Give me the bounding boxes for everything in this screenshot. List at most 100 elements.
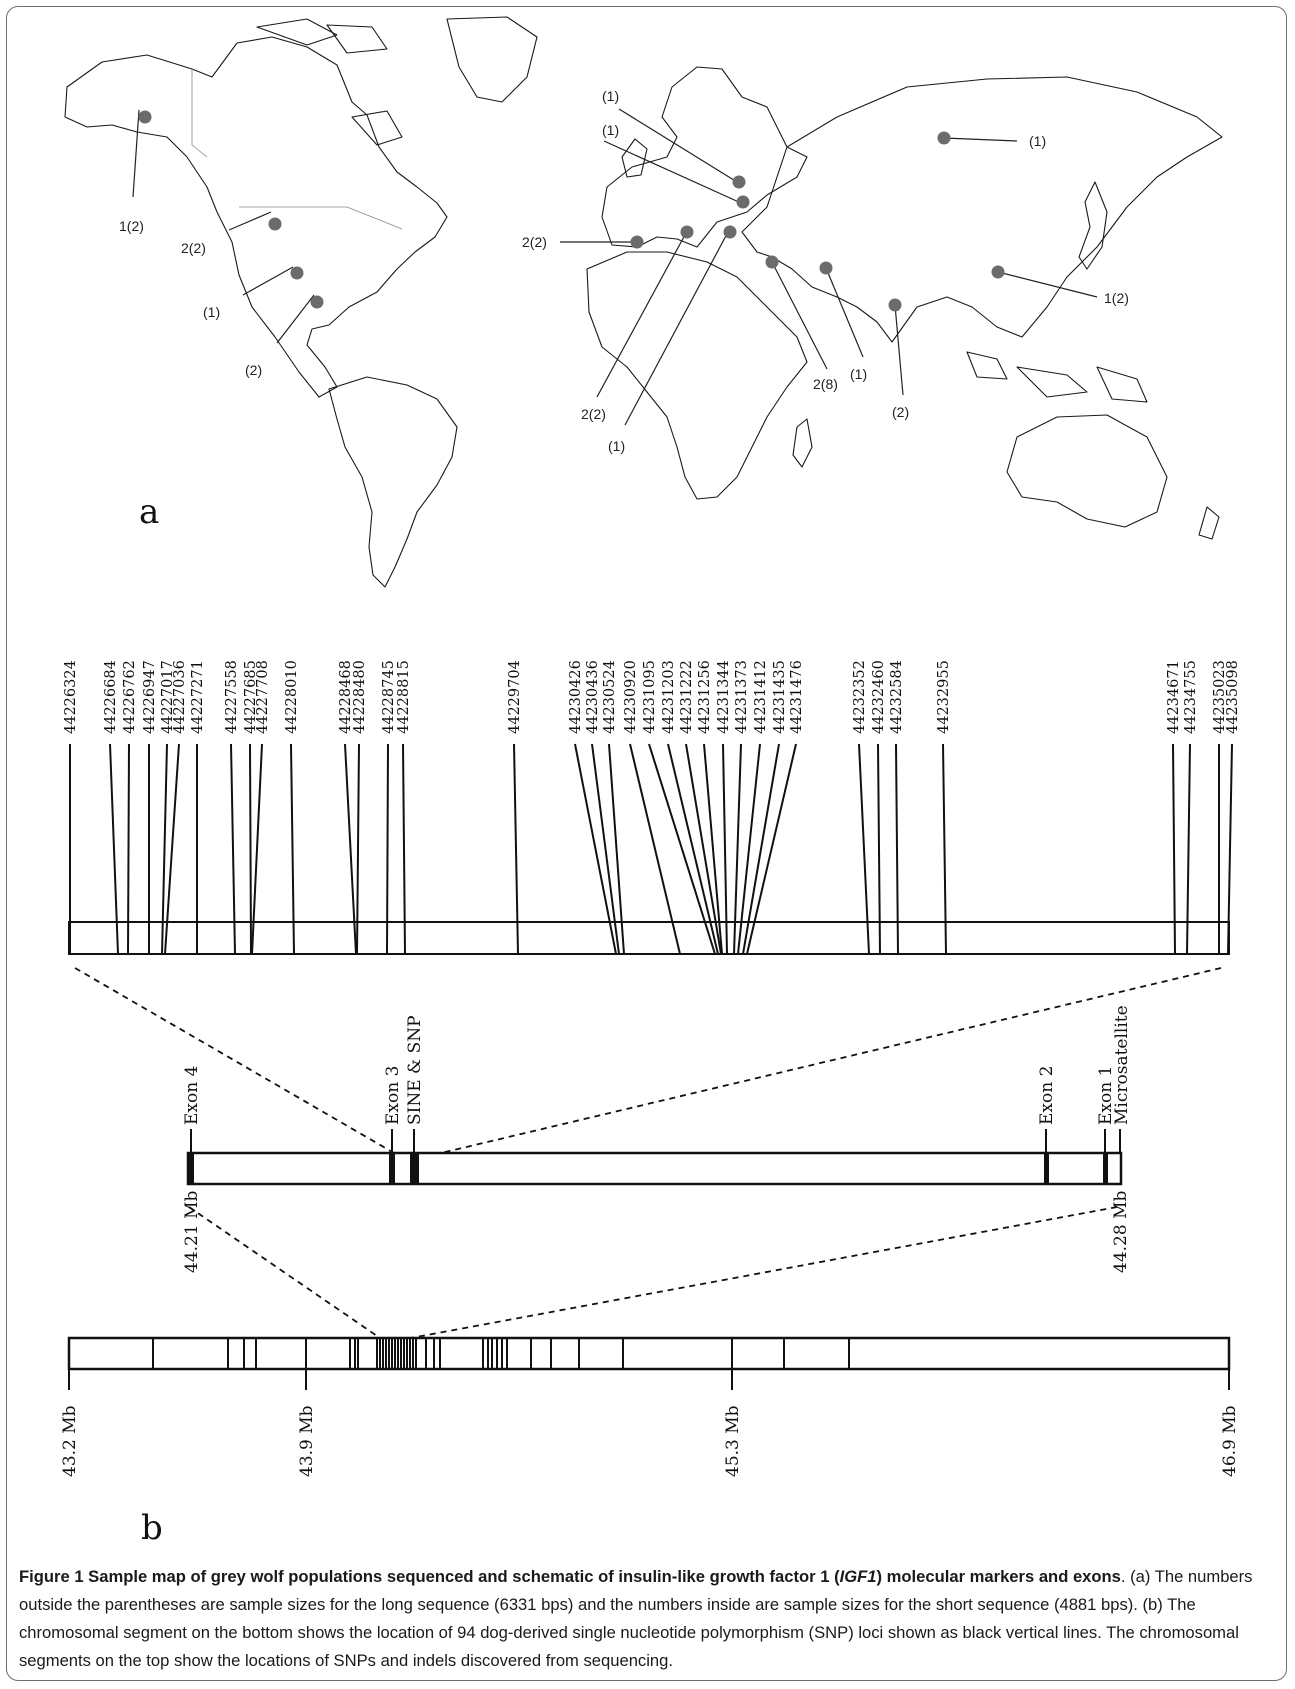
gene-start-label: 44.21 Mb [182,1191,202,1273]
snp-line [608,743,625,955]
snp-label: 44229704 [507,660,523,734]
snp-label: 44232460 [871,660,887,734]
label-sw-us: (1) [203,304,220,320]
south-america-outline [328,376,458,588]
snp-line [127,743,130,955]
exon1-label: Exon 1 [1096,1066,1116,1125]
snp-sequence-bar [68,921,1230,955]
snp-label: 44230524 [602,660,618,734]
world-map [64,16,1223,588]
snp-label: 44231344 [716,660,732,734]
se-asia-islands [966,351,1148,403]
snp-label: 44226947 [142,660,158,734]
japan-outline [1078,181,1108,270]
snp-label: 44230436 [585,660,601,734]
label-china: 1(2) [1104,290,1129,306]
snp-line [877,743,881,955]
north-america-outline [64,36,448,398]
snp-label: 44231412 [753,660,769,734]
snp-line [249,743,252,955]
snp-label: 44232352 [852,660,868,734]
snp-label: 44228010 [284,660,300,734]
snp-label: 44231435 [772,660,788,734]
microsatellite-label: Microsatellite [1112,1005,1132,1125]
exon3-label: Exon 3 [383,1066,403,1125]
caption-gene: IGF1 [839,1567,877,1586]
snp-line [290,743,295,955]
exon4-label: Exon 4 [182,1066,202,1125]
snp-line [895,743,899,955]
gene-segment: Exon 4 Exon 3 SINE & SNP Exon 2 Exon 1 M… [182,1005,1132,1273]
label-italy: 2(2) [581,406,606,422]
snp-line [251,743,263,955]
madagascar-outline [792,418,813,468]
snp-label: 44231256 [697,660,713,734]
snp-line [629,743,681,955]
asia-outline [741,76,1223,343]
chrom-label-2: 43.9 Mb [297,1405,317,1477]
snp-line [942,743,947,955]
snp-line [109,743,119,955]
zoom-connectors [74,967,1222,1339]
exon3-block [389,1153,395,1184]
snp-label: 44226762 [122,660,138,734]
snp-label: 44232584 [889,660,905,734]
africa-outline [586,251,808,500]
snp-label: 44230920 [623,660,639,734]
snp-label: 44227017 [160,660,176,734]
figure-frame: 1(2) 2(2) (1) (2) 2(2) 2(2) (1) (1) (1) … [6,6,1287,1681]
label-mexico: (2) [245,362,262,378]
sine-snp-block [410,1153,419,1184]
snp-label: 44228468 [338,660,354,734]
snp-line [1227,743,1233,955]
sample-markers: 1(2) 2(2) (1) (2) 2(2) 2(2) (1) (1) (1) … [119,88,1129,454]
snp-line [164,743,180,955]
snp-label: 44231095 [642,660,658,734]
snp-label: 44228815 [396,660,412,734]
label-north-us: 2(2) [181,240,206,256]
snp-label: 44228480 [352,660,368,734]
snp-line [230,743,236,955]
uk-outline [621,138,648,178]
europe-outline [601,66,808,248]
caption-title: Figure 1 Sample map of grey wolf populat… [19,1567,1121,1586]
snp-line [356,743,360,955]
chrom-label-1: 43.2 Mb [60,1405,80,1477]
snp-label: 44228745 [381,660,397,734]
snp-line [648,743,716,955]
snp-label: 44230426 [568,660,584,734]
snp-line [685,743,722,955]
chromosome-bar [67,1336,1231,1371]
snp-label: 44226684 [103,660,119,734]
snp-line [703,743,723,955]
label-central-asia: (1) [850,366,867,382]
snp-label: 44235098 [1225,660,1241,734]
label-balkans: (1) [608,438,625,454]
snp-line [574,743,617,955]
snp-line [742,743,780,955]
label-india: (2) [892,404,909,420]
chrom-label-3: 45.3 Mb [723,1405,743,1477]
figure-caption: Figure 1 Sample map of grey wolf populat… [19,1563,1275,1675]
snp-line [746,743,797,955]
us-canada-border [239,206,403,230]
snp-label: 44227271 [190,660,206,734]
snp-label: 44232955 [936,660,952,734]
chromosome-segment: 43.2 Mb 43.9 Mb 45.3 Mb 46.9 Mb [60,1336,1240,1477]
australia-outline [1006,414,1168,528]
snp-label: 44231373 [734,660,750,734]
chrom-label-4: 46.9 Mb [1220,1405,1240,1477]
label-siberia: (1) [1029,133,1046,149]
exon4-block [188,1153,194,1184]
snp-label: 44227685 [243,660,259,734]
snp-label: 44231203 [661,660,677,734]
exon1-block [1103,1153,1108,1184]
exon2-label: Exon 2 [1037,1066,1057,1125]
label-poland: (1) [602,122,619,138]
label-alaska: 1(2) [119,218,144,234]
snp-line [722,743,728,955]
label-middle-east: 2(8) [813,376,838,392]
snp-line [344,743,357,955]
exon2-block [1044,1153,1049,1184]
